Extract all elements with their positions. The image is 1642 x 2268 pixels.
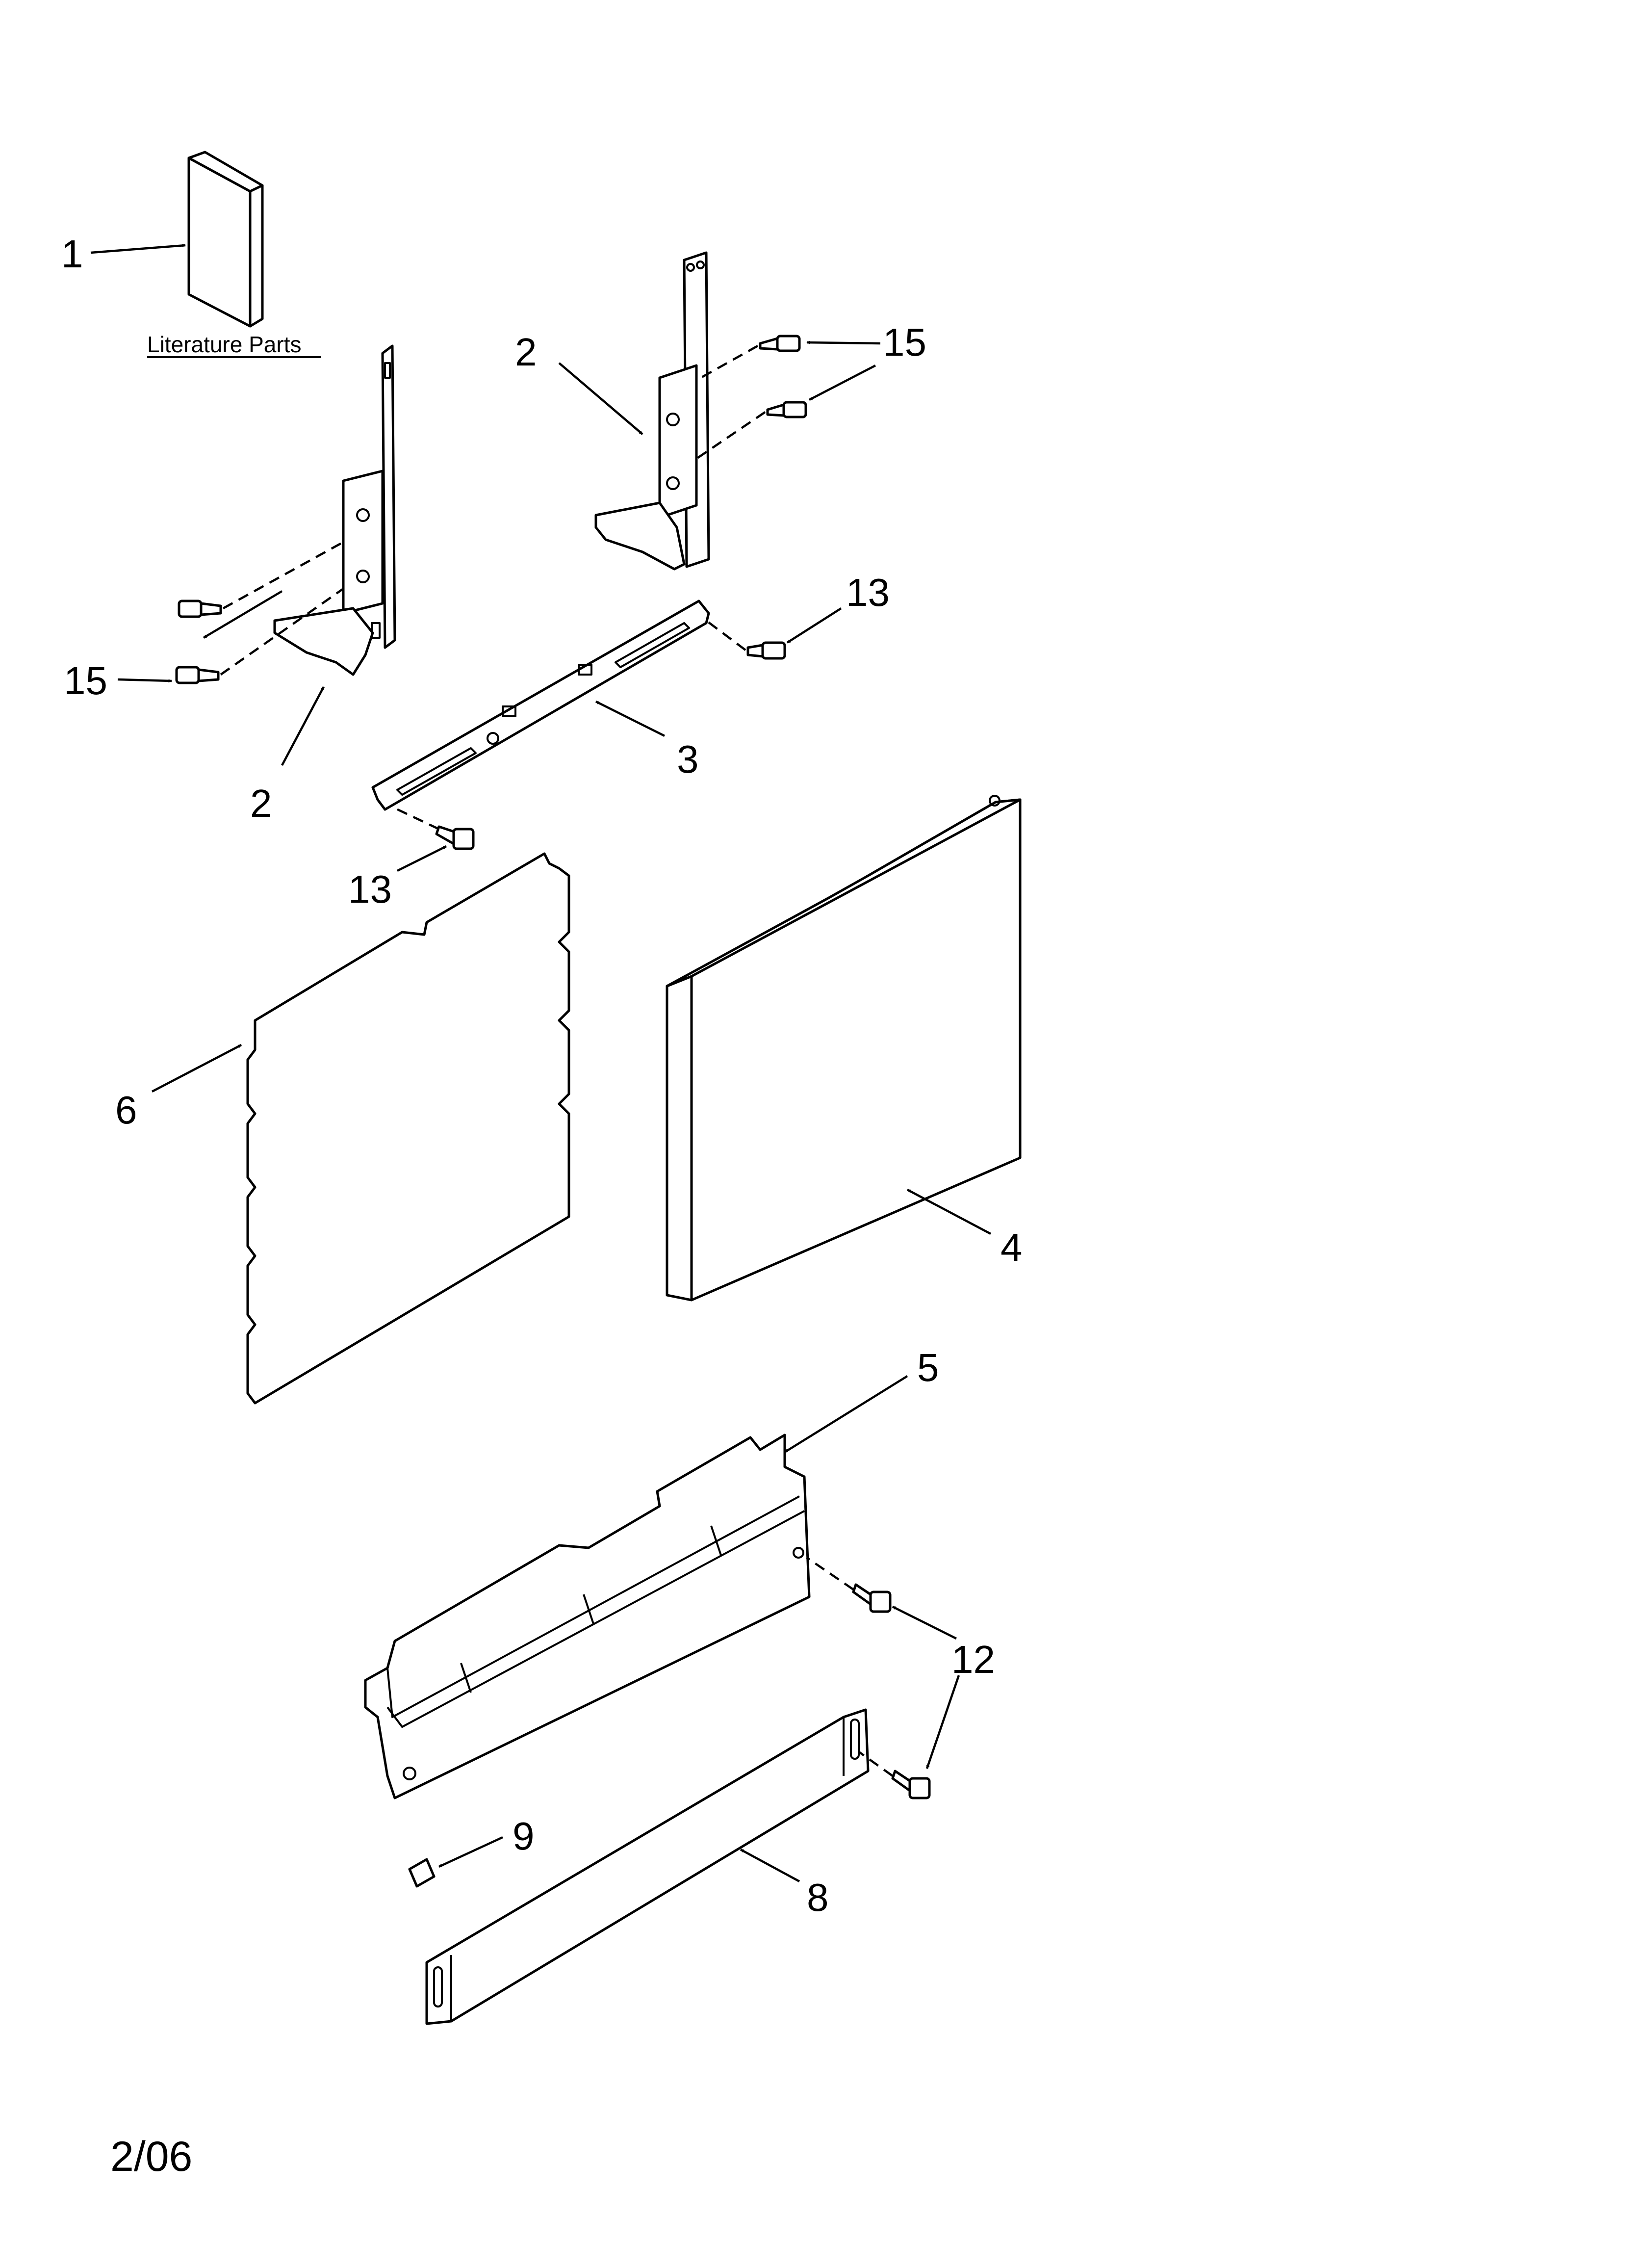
literature-parts-caption: Literature Parts <box>147 332 301 357</box>
screw-15-middle <box>766 401 807 418</box>
bracket-left <box>273 344 396 676</box>
callout-6: 6 <box>115 1088 137 1132</box>
callout-2-left: 2 <box>250 782 272 825</box>
callout-9: 9 <box>513 1814 535 1858</box>
callout-8: 8 <box>807 1876 829 1919</box>
toekick-bracket <box>364 1434 811 1799</box>
bracket-right <box>594 251 710 571</box>
leader-lines <box>90 243 992 1882</box>
screw-13-right <box>746 641 786 660</box>
clip <box>408 1858 436 1888</box>
callout-2-right: 2 <box>515 330 537 374</box>
screw-15-top <box>759 335 801 352</box>
callout-4: 4 <box>1001 1225 1023 1269</box>
callout-labels: 1 2 15 13 15 3 2 13 6 4 5 12 9 8 <box>61 232 1023 1919</box>
date-code: 2/06 <box>110 2133 192 2180</box>
screw-13-bottom <box>435 825 475 850</box>
screw-15-left-lower <box>175 666 220 684</box>
callout-13-top: 13 <box>846 571 890 614</box>
screw-12-upper <box>852 1583 892 1613</box>
callout-15-top: 15 <box>883 320 926 364</box>
side-panel <box>246 852 570 1405</box>
screw-15-left-upper <box>178 600 222 618</box>
alignment-lines <box>220 345 894 1777</box>
callout-13-bottom: 13 <box>348 867 392 911</box>
literature-booklet <box>187 151 264 328</box>
callout-3: 3 <box>677 737 699 781</box>
callout-1: 1 <box>61 232 83 276</box>
callout-12: 12 <box>951 1638 995 1681</box>
screw-12-lower <box>891 1770 931 1799</box>
callout-5: 5 <box>917 1346 939 1389</box>
door-panel <box>666 795 1022 1302</box>
mounting-rail <box>371 600 710 811</box>
kick-plate-strip <box>425 1708 870 2025</box>
callout-15-left: 15 <box>64 659 107 703</box>
